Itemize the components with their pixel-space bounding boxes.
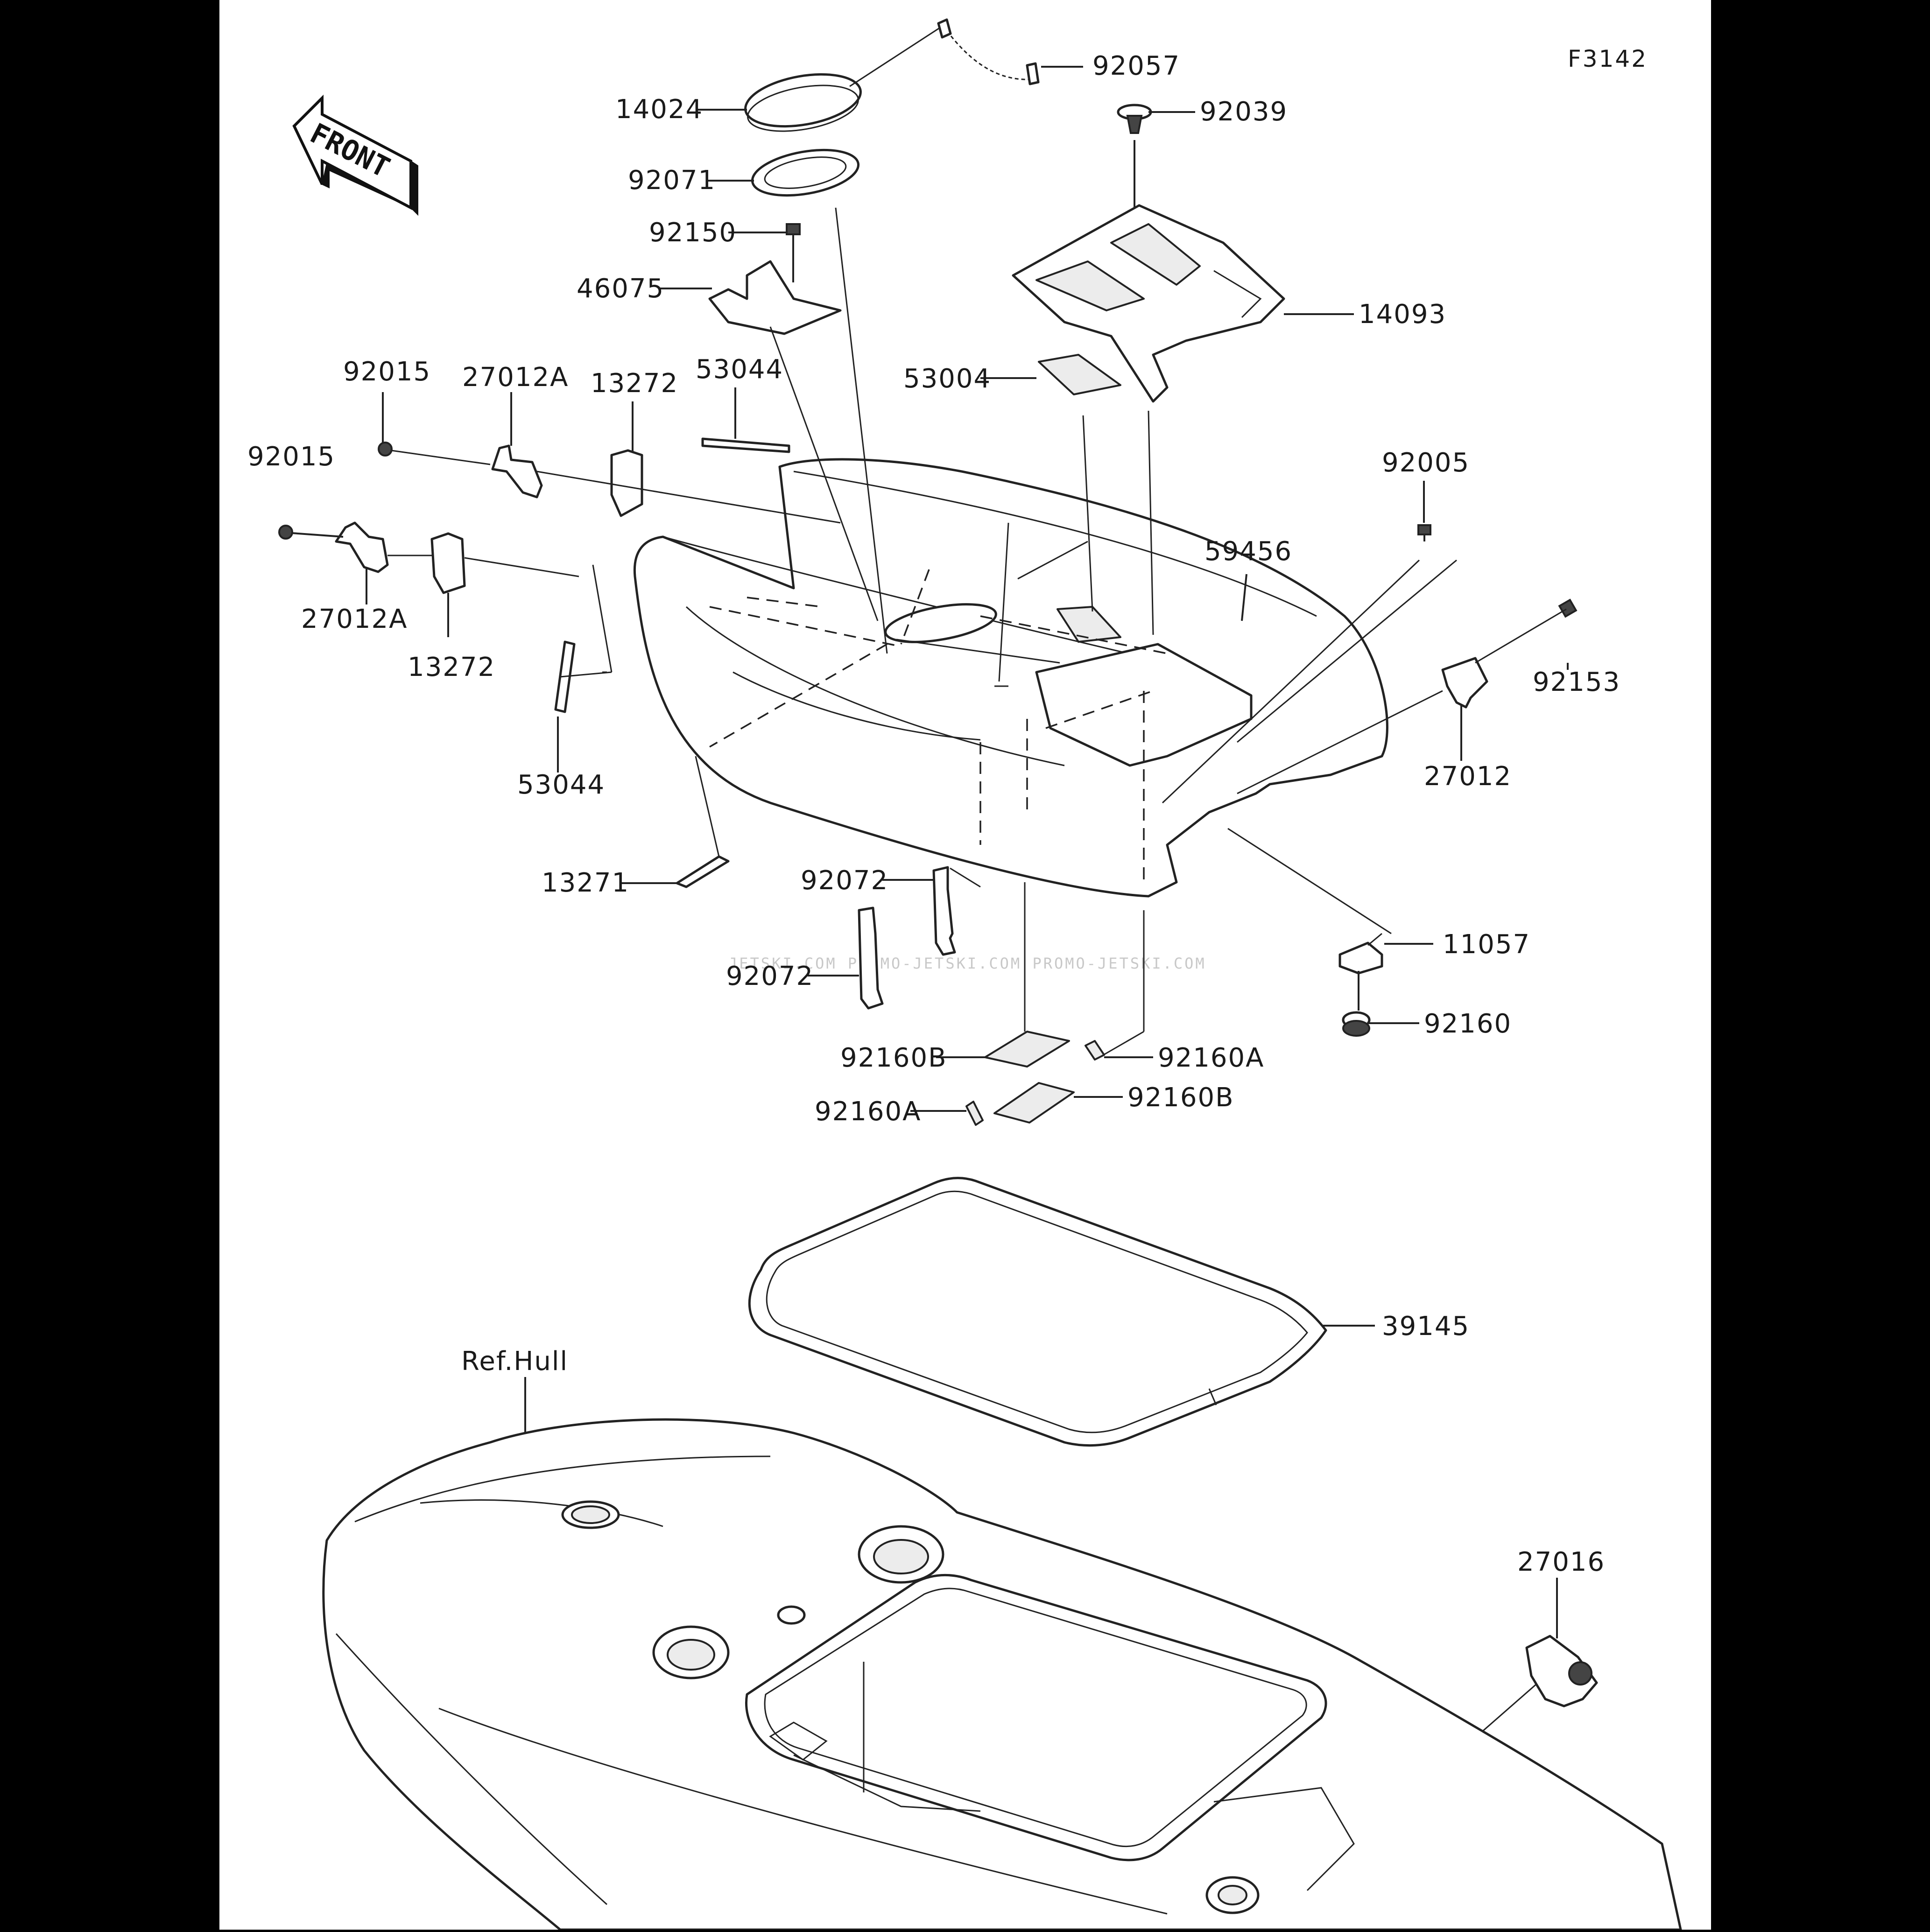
alignment-lines [709,569,1168,887]
label-92005: 92005 [1382,448,1470,478]
clip-92039 [1117,104,1152,134]
nut-92015-lower [278,525,293,540]
label-ref-hull: Ref.Hull [461,1346,568,1377]
bolt-92005 [1417,524,1431,541]
strip-53044-upper [701,437,790,453]
label-92071: 92071 [628,165,716,196]
tether-chain [942,25,1032,80]
label-27012: 27012 [1424,761,1512,792]
label-59456: 59456 [1204,536,1292,567]
bolt-92150 [786,223,801,282]
pad-13272-lower [430,532,466,594]
label-92015-lower: 92015 [247,442,335,472]
label-92160a-lower: 92160A [815,1096,921,1127]
label-92160b-upper: 92160B [840,1043,947,1073]
tether-clip-top [937,18,952,39]
cap-14024 [744,73,862,132]
part-labels: 14024 92057 92039 92071 92150 46075 1409… [247,51,1620,1577]
label-27016: 27016 [1517,1547,1605,1577]
strap-92072-upper [932,866,956,956]
figure-code: F3142 [1568,45,1648,72]
nut-92015-upper [378,442,393,457]
watermark: JETSKI.COM PROMO-JETSKI.COM PROMO-JETSKI… [728,955,1206,972]
label-92160a-upper: 92160A [1158,1043,1264,1073]
label-14093: 14093 [1359,299,1446,330]
label-92039: 92039 [1200,97,1288,127]
label-14024: 14024 [615,94,703,125]
pad-92160a-lower [965,1101,984,1126]
gasket-ring-92071 [751,148,860,197]
grille-cover-14093 [1012,204,1285,403]
label-13272-upper: 13272 [591,368,678,399]
label-53044-upper: 53044 [696,354,783,385]
label-92160: 92160 [1424,1009,1512,1039]
tether-clip-end [1026,62,1040,85]
damper-92160 [1342,1011,1371,1037]
gasket-frame-39145 [748,1177,1327,1447]
label-27012a-lower: 27012A [301,604,408,634]
label-11057: 11057 [1443,929,1530,960]
leader-lines [291,66,1569,1845]
pad-53004 [1038,354,1121,395]
strap-92072-lower [858,906,884,1010]
label-92072-upper: 92072 [801,865,888,896]
label-53044-lower: 53044 [517,770,605,800]
label-53004: 53004 [903,364,991,394]
hull-reference [322,1418,1682,1931]
pad-92160b-upper [984,1031,1070,1068]
strap-13271 [676,855,730,888]
label-92015-upper: 92015 [343,357,431,387]
bracket-46075 [708,260,842,335]
label-13271: 13271 [542,868,629,898]
tether-line [849,25,944,87]
label-92153: 92153 [1533,667,1620,697]
label-13272-lower: 13272 [408,652,495,682]
label-27012a-upper: 27012A [462,362,569,393]
label-92150: 92150 [649,218,737,248]
bracket-27016 [1525,1635,1598,1707]
label-92072-lower: 92072 [726,961,814,991]
hinge-27012a-lower [335,521,389,573]
label-92057: 92057 [1092,51,1180,81]
pad-92160b-lower [993,1082,1075,1124]
label-46075: 46075 [577,274,664,304]
pad-13272-upper [610,449,643,517]
seat-59456 [633,458,1388,898]
label-92160b-lower: 92160B [1127,1082,1234,1113]
bracket-11057 [1338,941,1383,975]
hinge-27012a-upper [491,444,543,499]
label-39145: 39145 [1382,1311,1470,1342]
